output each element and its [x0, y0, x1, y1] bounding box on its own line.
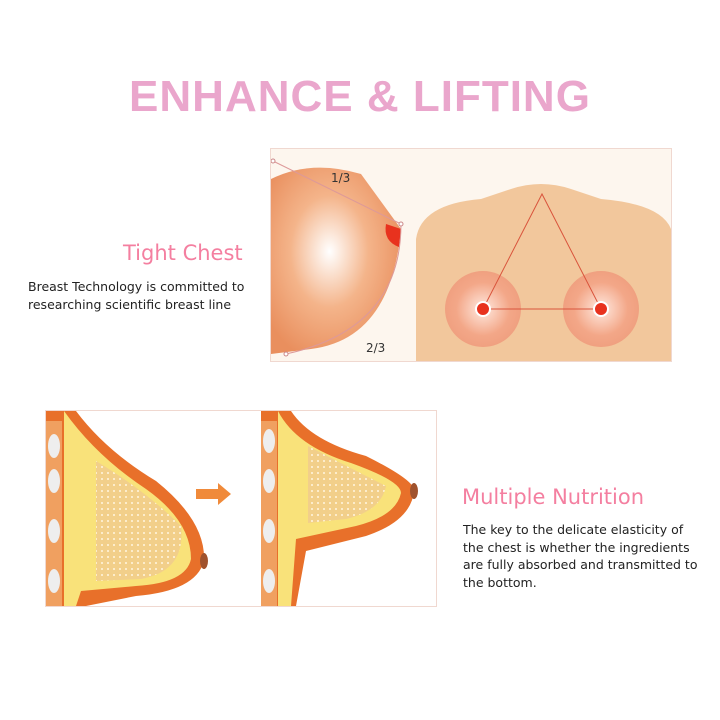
upper-third-label: 1/3 [331, 171, 350, 185]
arrow-icon [196, 483, 231, 505]
multiple-nutrition-heading: Multiple Nutrition [462, 485, 645, 509]
before-breast [46, 411, 208, 606]
text-line: the chest is whether the ingredients [463, 539, 690, 555]
text-line: researching scientific breast line [28, 296, 232, 312]
page-title: ENHANCE & LIFTING [129, 72, 591, 121]
lower-third-label: 2/3 [366, 341, 385, 355]
text-line: the bottom. [463, 574, 537, 590]
before-after-illustration [45, 410, 437, 607]
text-line: are fully absorbed and transmitted to [463, 557, 698, 572]
breast-proportion-illustration: 1/3 2/3 [270, 148, 672, 362]
tight-chest-heading: Tight Chest [123, 241, 243, 265]
multiple-nutrition-description: The key to the delicate elasticity of th… [463, 521, 697, 591]
after-breast [261, 411, 418, 606]
tight-chest-description: Breast Technology is committed to resear… [28, 278, 244, 313]
text-line: Breast Technology is committed to [28, 279, 245, 294]
text-line: The key to the delicate elasticity of [463, 522, 684, 537]
